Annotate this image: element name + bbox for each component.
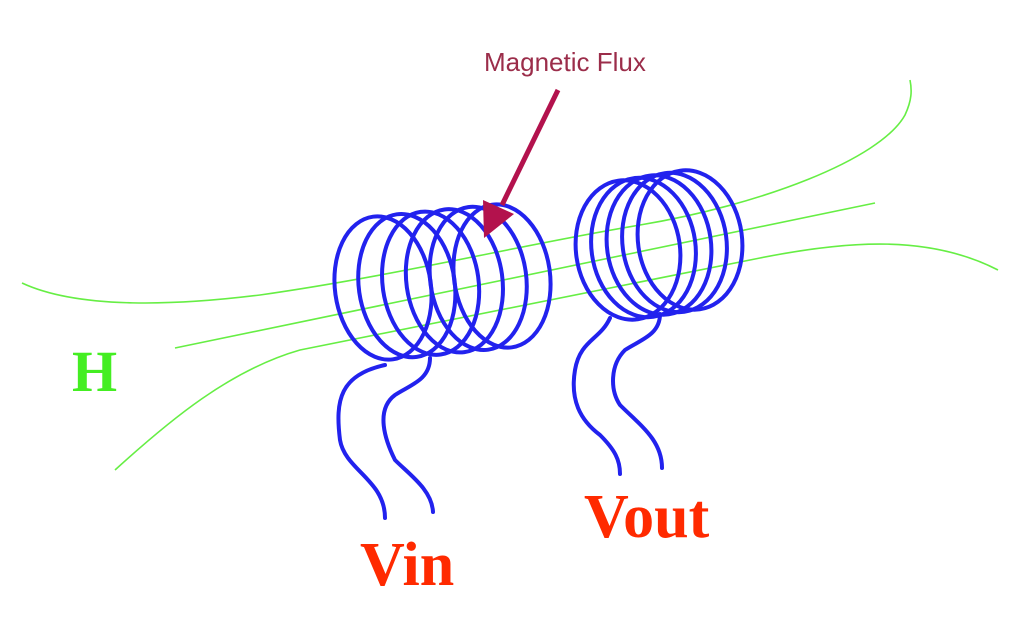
flux-arrow-head xyxy=(483,200,514,238)
magnetic-field-lines xyxy=(21,79,999,471)
coil-turn xyxy=(380,209,482,357)
coil-turn xyxy=(620,170,729,315)
coil-turn xyxy=(573,178,683,322)
vout-label: Vout xyxy=(584,483,710,551)
flux-arrow-shaft xyxy=(499,88,561,207)
field-h-label: H xyxy=(72,339,118,404)
primary-coil xyxy=(332,202,553,362)
coil-turn xyxy=(635,168,745,312)
primary-lead-1 xyxy=(336,363,387,520)
coil-leads xyxy=(336,312,664,520)
flux-arrow xyxy=(483,88,561,238)
magnetic-flux-label: Magnetic Flux xyxy=(484,47,646,77)
vin-label: Vin xyxy=(360,531,455,599)
coil-turn xyxy=(403,207,505,355)
coil-turn xyxy=(427,204,529,353)
field-line-bottom xyxy=(114,243,999,471)
field-line-top xyxy=(21,79,912,304)
coil-turn xyxy=(589,175,698,320)
secondary-coil xyxy=(573,168,745,322)
coil-turn xyxy=(604,173,714,317)
secondary-lead-2 xyxy=(611,312,664,470)
secondary-lead-1 xyxy=(571,316,622,476)
primary-lead-2 xyxy=(381,356,435,514)
